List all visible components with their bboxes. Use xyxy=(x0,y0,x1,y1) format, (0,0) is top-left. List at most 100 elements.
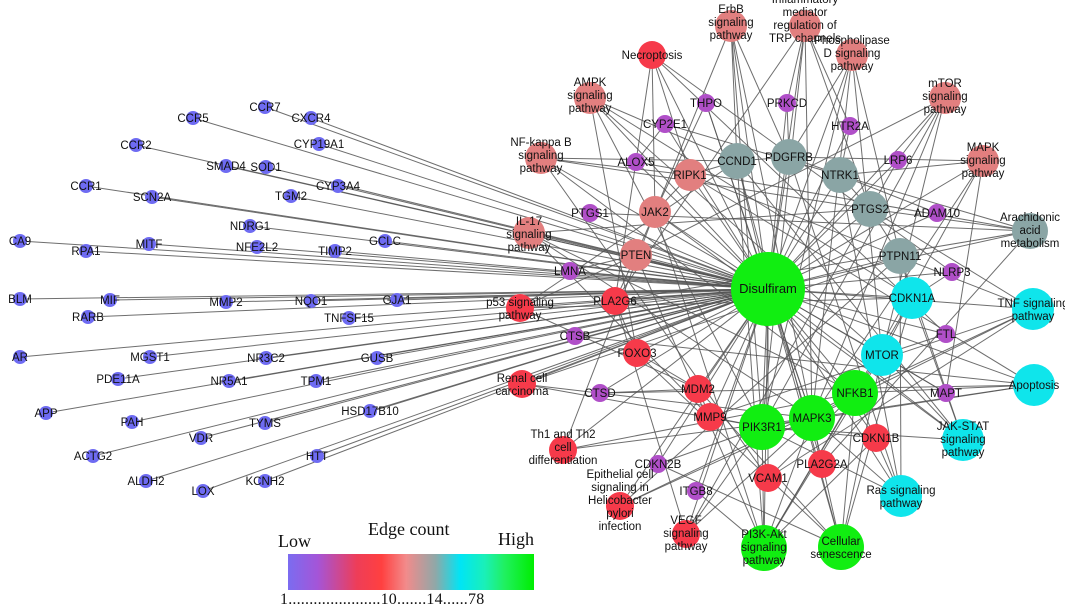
network-edge xyxy=(599,384,1035,394)
node-cdkn1a xyxy=(891,277,933,319)
network-edge xyxy=(200,288,769,439)
network-edge xyxy=(839,160,984,176)
network-edge xyxy=(151,196,769,290)
node-kcnh2 xyxy=(258,474,272,488)
network-edge xyxy=(811,97,946,419)
legend-high-label: High xyxy=(498,529,534,549)
network-edge xyxy=(574,335,1035,386)
network-edge xyxy=(225,165,769,290)
network-edge xyxy=(614,300,687,535)
network-edge xyxy=(589,97,638,354)
label-itgb8: ITGB8 xyxy=(679,486,712,498)
label-mgst1: MGST1 xyxy=(130,352,170,364)
network-edge xyxy=(589,97,769,290)
edge-layer xyxy=(19,25,1035,549)
network-edge xyxy=(636,352,842,548)
network-edge xyxy=(45,288,769,414)
node-ccnd1 xyxy=(719,143,755,179)
node-nr5a1 xyxy=(222,374,236,388)
label-rpa1: RPA1 xyxy=(71,246,100,258)
node-mapt xyxy=(937,384,955,402)
network-edge xyxy=(519,288,769,309)
node-ptgs1 xyxy=(581,204,599,222)
label-cyp19a1: CYP19A1 xyxy=(294,139,345,151)
network-edge xyxy=(192,117,769,290)
network-edge xyxy=(689,174,1035,386)
node-vdr xyxy=(194,431,208,445)
node-renalcell xyxy=(508,370,536,398)
label-adam10: ADAM10 xyxy=(914,208,960,220)
node-ctsd xyxy=(591,384,609,402)
label-ripk1: RIPK1 xyxy=(673,170,706,182)
node-pah xyxy=(125,415,139,429)
network-edge xyxy=(519,297,913,309)
node-tyms xyxy=(258,416,272,430)
network-edge xyxy=(869,208,1031,232)
node-smad4 xyxy=(219,159,233,173)
node-mmp2 xyxy=(219,295,233,309)
node-ndrg1 xyxy=(243,219,257,233)
node-cxcr4 xyxy=(304,111,318,125)
node-apoptosis xyxy=(1013,364,1055,406)
node-pdgfrb xyxy=(771,139,807,175)
node-pten xyxy=(620,239,652,271)
label-foxo3: FOXO3 xyxy=(618,348,657,360)
node-mapkpath xyxy=(967,145,999,177)
network-edge xyxy=(651,54,656,213)
node-mtorpath xyxy=(929,82,961,114)
label-vdr: VDR xyxy=(189,433,213,445)
node-htr2a xyxy=(841,117,859,135)
node-mdm2 xyxy=(684,375,712,403)
node-alox5 xyxy=(627,153,645,171)
node-lox xyxy=(196,484,210,498)
node-tpm1 xyxy=(309,374,323,388)
label-mmp2: MMP2 xyxy=(209,297,242,309)
label-alox5: ALOX5 xyxy=(617,157,654,169)
label-gja1: GJA1 xyxy=(383,295,412,307)
network-edge xyxy=(87,288,769,318)
network-edge xyxy=(804,25,871,210)
node-ccr2 xyxy=(129,138,143,152)
network-edge xyxy=(528,232,711,418)
label-actg2: ACTG2 xyxy=(74,451,112,463)
node-ripk1 xyxy=(674,159,706,191)
node-phospholipase xyxy=(836,39,868,71)
legend-scale-ticks: 1......................10.......14......… xyxy=(280,591,485,608)
label-ctsd: CTSD xyxy=(584,388,615,400)
node-cyp3a4 xyxy=(331,179,345,193)
node-hsd17b10 xyxy=(363,404,377,418)
network-edge xyxy=(821,230,1031,465)
network-edge xyxy=(811,54,853,419)
label-pla2g2a: PLA2G2A xyxy=(796,459,847,471)
node-ccr5 xyxy=(186,111,200,125)
label-ca9: CA9 xyxy=(9,236,31,248)
label-tnfsf15: TNFSF15 xyxy=(324,313,374,325)
network-edge xyxy=(599,388,699,394)
label-cxcr4: CXCR4 xyxy=(292,113,332,125)
legend-low-label: Low xyxy=(278,531,311,551)
node-pla2g2a xyxy=(808,450,836,478)
network-edge xyxy=(761,97,946,428)
label-ndrg1: NDRG1 xyxy=(230,221,270,233)
network-edge xyxy=(310,117,769,290)
label-ccr5: CCR5 xyxy=(177,113,208,125)
label-cdkn2b: CDKN2B xyxy=(635,459,682,471)
label-mdm2: MDM2 xyxy=(681,384,715,396)
network-edge xyxy=(528,232,856,394)
label-ccr2: CCR2 xyxy=(120,140,151,152)
node-ctsb xyxy=(566,327,584,345)
node-nlrp3 xyxy=(943,263,961,281)
network-edge xyxy=(736,160,842,548)
label-rarb: RARB xyxy=(72,312,104,324)
network-edge xyxy=(736,160,765,549)
